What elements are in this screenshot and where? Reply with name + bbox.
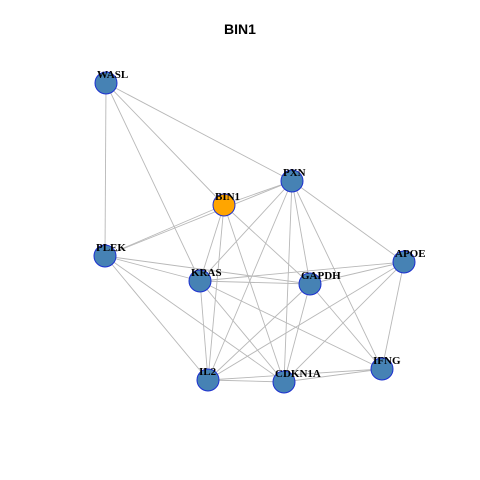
edge-apoe-kras <box>199 261 405 282</box>
edge-pxn-apoe <box>291 180 405 263</box>
node-label-wasl: WASL <box>97 69 128 81</box>
edge-bin1-gapdh <box>223 204 311 285</box>
edge-pxn-cdkn1a <box>283 180 293 383</box>
node-label-bin1: BIN1 <box>215 191 240 203</box>
node-kras[interactable] <box>188 269 212 293</box>
edge-plek-gapdh <box>104 255 311 285</box>
edge-ifng-cdkn1a <box>283 368 383 383</box>
edge-pxn-kras <box>199 180 293 282</box>
node-plek[interactable] <box>93 244 117 268</box>
node-label-gapdh: GAPDH <box>301 270 341 282</box>
edge-bin1-kras <box>199 204 225 282</box>
edge-wasl-kras <box>105 82 201 282</box>
edge-apoe-cdkn1a <box>283 261 405 383</box>
edge-apoe-il2 <box>207 261 405 381</box>
edge-gapdh-ifng <box>309 283 383 370</box>
edge-plek-kras <box>104 255 201 282</box>
edge-il2-cdkn1a <box>207 379 285 383</box>
node-label-il2: IL2 <box>199 366 217 378</box>
edge-ifng-il2 <box>207 368 383 381</box>
node-label-pxn: PXN <box>283 167 306 179</box>
edge-kras-il2 <box>199 280 209 381</box>
edge-pxn-gapdh <box>291 180 311 285</box>
edge-gapdh-cdkn1a <box>283 283 311 383</box>
edge-kras-ifng <box>199 280 383 370</box>
edges-layer <box>104 82 405 383</box>
graph-title: BIN1 <box>224 21 256 37</box>
edge-wasl-bin1 <box>105 82 225 206</box>
edge-apoe-ifng <box>381 261 405 370</box>
node-label-plek: PLEK <box>96 242 126 254</box>
node-bin1[interactable] <box>212 193 236 217</box>
node-wasl[interactable] <box>94 71 118 95</box>
node-label-apoe: APOE <box>395 248 426 260</box>
edge-gapdh-il2 <box>207 283 311 381</box>
edge-kras-gapdh <box>199 280 311 285</box>
edge-bin1-il2 <box>207 204 225 381</box>
node-cdkn1a[interactable] <box>272 370 296 394</box>
node-pxn[interactable] <box>280 169 304 193</box>
edge-kras-cdkn1a <box>199 280 285 383</box>
node-ifng[interactable] <box>370 357 394 381</box>
node-label-cdkn1a: CDKN1A <box>275 368 321 380</box>
nodes-layer <box>93 71 416 394</box>
edge-bin1-cdkn1a <box>223 204 285 383</box>
edge-bin1-plek <box>104 204 225 257</box>
node-label-kras: KRAS <box>191 267 222 279</box>
edge-pxn-plek <box>104 180 293 257</box>
node-gapdh[interactable] <box>298 272 322 296</box>
node-apoe[interactable] <box>392 250 416 274</box>
node-label-ifng: IFNG <box>373 355 401 367</box>
edge-wasl-pxn <box>105 82 293 182</box>
edge-plek-il2 <box>104 255 209 381</box>
edge-plek-cdkn1a <box>104 255 285 383</box>
edge-pxn-bin1 <box>223 180 293 206</box>
edge-apoe-gapdh <box>309 261 405 285</box>
edge-pxn-ifng <box>291 180 383 370</box>
node-il2[interactable] <box>196 368 220 392</box>
edge-wasl-plek <box>104 82 107 257</box>
